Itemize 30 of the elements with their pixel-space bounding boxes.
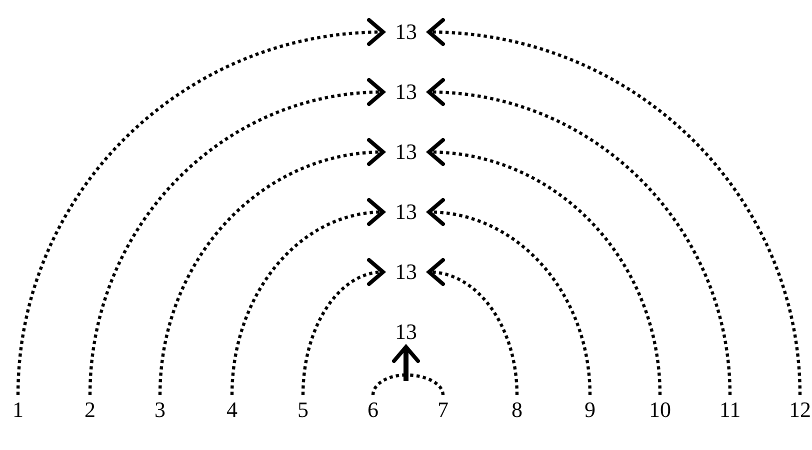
dotted-arrow — [301, 260, 385, 396]
number-label: 13 — [395, 139, 417, 165]
number-label: 1 — [12, 397, 24, 423]
dotted-arc — [371, 373, 406, 396]
dotted-arrow — [427, 139, 662, 396]
dotted-arrow — [88, 79, 385, 396]
arrow — [392, 345, 420, 381]
dotted-arrow — [427, 259, 519, 396]
number-label: 8 — [512, 397, 522, 423]
dotted-arrow — [230, 199, 385, 396]
number-label: 12 — [789, 397, 811, 423]
number-label: 6 — [368, 397, 378, 423]
number-label: 2 — [84, 397, 96, 423]
number-label: 13 — [395, 19, 417, 45]
dotted-arrow — [427, 18, 802, 396]
number-label: 13 — [395, 199, 417, 225]
number-label: 3 — [154, 397, 166, 423]
number-label: 13 — [395, 79, 417, 105]
dotted-arrow — [427, 78, 732, 396]
dotted-arrow — [158, 139, 385, 396]
number-label: 9 — [584, 397, 596, 423]
number-label: 5 — [298, 397, 308, 423]
number-label: 13 — [395, 259, 417, 285]
number-label: 13 — [395, 319, 417, 345]
number-label: 4 — [226, 397, 238, 423]
number-label: 10 — [649, 397, 671, 423]
number-label: 11 — [719, 397, 741, 423]
dotted-arrow — [427, 199, 592, 396]
dotted-arrow — [16, 18, 385, 396]
number-label: 7 — [438, 397, 448, 423]
